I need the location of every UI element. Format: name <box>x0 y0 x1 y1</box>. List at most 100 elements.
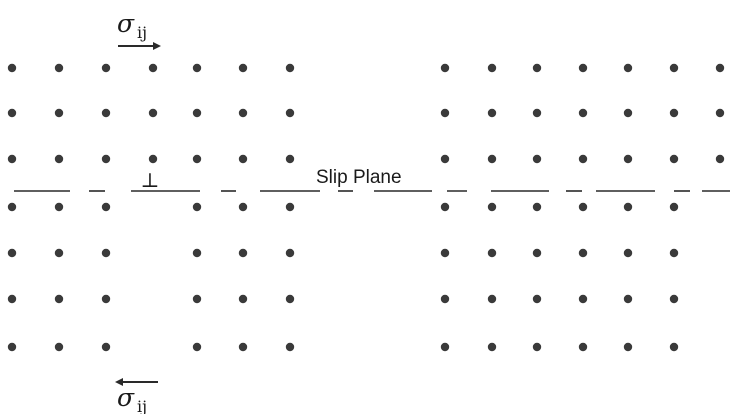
atom-right-upper-r0-c3 <box>578 63 588 73</box>
atom-left-lower-r1-c3 <box>192 248 202 258</box>
atom-right-lower-r0-c5 <box>669 202 679 212</box>
atom-left-lower-r2-c1 <box>54 294 64 304</box>
atom-left-upper-r2-c1 <box>54 154 64 164</box>
atom-right-upper-r2-c2 <box>532 154 542 164</box>
atom-left-lower-r3-c1 <box>54 342 64 352</box>
atom-right-lower-r2-c2 <box>532 294 542 304</box>
bottom-stress-symbol: σ <box>117 383 135 412</box>
right-arrow-icon <box>118 42 161 50</box>
atom-right-upper-r0-c4 <box>623 63 633 73</box>
atom-right-upper-r0-c1 <box>487 63 497 73</box>
atom-right-upper-r1-c1 <box>487 108 497 118</box>
atom-right-upper-r2-c5 <box>669 154 679 164</box>
atom-left-lower-r0-c1 <box>54 202 64 212</box>
atom-left-upper-r0-c1 <box>54 63 64 73</box>
atom-right-lower-r1-c1 <box>487 248 497 258</box>
atom-right-lower-r1-c4 <box>623 248 633 258</box>
atom-left-lower-r1-c2 <box>101 248 111 258</box>
atom-right-lower-r3-c4 <box>623 342 633 352</box>
atom-left-upper-r2-c5 <box>238 154 248 164</box>
atom-right-upper-r2-c6 <box>715 154 725 164</box>
atom-right-upper-r1-c3 <box>578 108 588 118</box>
atom-lattice <box>7 63 725 352</box>
atom-right-upper-r0-c0 <box>440 63 450 73</box>
atom-left-lower-r1-c0 <box>7 248 17 258</box>
atom-right-lower-r1-c3 <box>578 248 588 258</box>
left-arrow-icon <box>115 378 158 386</box>
atom-right-lower-r3-c5 <box>669 342 679 352</box>
atom-right-lower-r3-c0 <box>440 342 450 352</box>
atom-left-lower-r0-c3 <box>192 202 202 212</box>
atom-left-upper-r2-c4 <box>192 154 202 164</box>
atom-right-lower-r2-c3 <box>578 294 588 304</box>
atom-right-upper-r1-c5 <box>669 108 679 118</box>
atom-right-lower-r3-c1 <box>487 342 497 352</box>
atom-right-lower-r0-c0 <box>440 202 450 212</box>
atom-left-upper-r2-c0 <box>7 154 17 164</box>
atom-left-lower-r2-c3 <box>192 294 202 304</box>
atom-left-lower-r1-c4 <box>238 248 248 258</box>
atom-right-lower-r1-c2 <box>532 248 542 258</box>
atom-left-upper-r2-c2 <box>101 154 111 164</box>
atom-left-upper-r0-c5 <box>238 63 248 73</box>
atom-left-lower-r2-c4 <box>238 294 248 304</box>
atom-left-upper-r1-c3 <box>148 108 158 118</box>
atom-left-upper-r1-c2 <box>101 108 111 118</box>
atom-left-upper-r1-c0 <box>7 108 17 118</box>
atom-right-upper-r2-c0 <box>440 154 450 164</box>
atom-left-upper-r1-c1 <box>54 108 64 118</box>
atom-right-upper-r1-c6 <box>715 108 725 118</box>
atom-left-upper-r0-c2 <box>101 63 111 73</box>
atom-right-lower-r1-c5 <box>669 248 679 258</box>
top-shear-stress: σ ij <box>117 9 161 50</box>
bottom-stress-subscript: ij <box>137 397 147 414</box>
atom-right-lower-r3-c2 <box>532 342 542 352</box>
edge-dislocation-symbol: ⊥ <box>141 168 160 192</box>
atom-left-lower-r0-c5 <box>285 202 295 212</box>
atom-left-lower-r0-c4 <box>238 202 248 212</box>
atom-left-upper-r1-c6 <box>285 108 295 118</box>
atom-left-lower-r2-c2 <box>101 294 111 304</box>
atom-right-lower-r2-c1 <box>487 294 497 304</box>
atom-left-lower-r3-c3 <box>192 342 202 352</box>
bottom-shear-stress: σ ij <box>115 378 158 414</box>
atom-right-lower-r0-c3 <box>578 202 588 212</box>
atom-right-upper-r1-c0 <box>440 108 450 118</box>
atom-right-upper-r1-c4 <box>623 108 633 118</box>
atom-left-lower-r0-c2 <box>101 202 111 212</box>
atom-left-upper-r0-c4 <box>192 63 202 73</box>
atom-left-lower-r2-c0 <box>7 294 17 304</box>
atom-right-upper-r2-c3 <box>578 154 588 164</box>
top-stress-subscript: ij <box>137 23 147 42</box>
atom-right-upper-r0-c2 <box>532 63 542 73</box>
atom-right-lower-r2-c0 <box>440 294 450 304</box>
atom-right-lower-r0-c2 <box>532 202 542 212</box>
atom-right-upper-r2-c4 <box>623 154 633 164</box>
atom-right-lower-r0-c1 <box>487 202 497 212</box>
atom-left-upper-r0-c0 <box>7 63 17 73</box>
atom-left-lower-r3-c0 <box>7 342 17 352</box>
atom-right-upper-r1-c2 <box>532 108 542 118</box>
atom-left-lower-r3-c5 <box>285 342 295 352</box>
atom-left-lower-r3-c4 <box>238 342 248 352</box>
atom-left-upper-r1-c5 <box>238 108 248 118</box>
atom-right-lower-r0-c4 <box>623 202 633 212</box>
atom-left-upper-r0-c3 <box>148 63 158 73</box>
atom-right-lower-r2-c5 <box>669 294 679 304</box>
atom-left-lower-r3-c2 <box>101 342 111 352</box>
slip-plane-label: Slip Plane <box>316 167 402 188</box>
atom-left-upper-r2-c3 <box>148 154 158 164</box>
atom-left-upper-r1-c4 <box>192 108 202 118</box>
top-stress-symbol: σ <box>117 9 135 38</box>
atom-left-lower-r1-c1 <box>54 248 64 258</box>
atom-left-lower-r2-c5 <box>285 294 295 304</box>
atom-left-lower-r1-c5 <box>285 248 295 258</box>
atom-right-upper-r0-c5 <box>669 63 679 73</box>
atom-right-lower-r3-c3 <box>578 342 588 352</box>
atom-left-upper-r2-c6 <box>285 154 295 164</box>
atom-right-upper-r2-c1 <box>487 154 497 164</box>
atom-left-upper-r0-c6 <box>285 63 295 73</box>
atom-left-lower-r0-c0 <box>7 202 17 212</box>
atom-right-upper-r0-c6 <box>715 63 725 73</box>
